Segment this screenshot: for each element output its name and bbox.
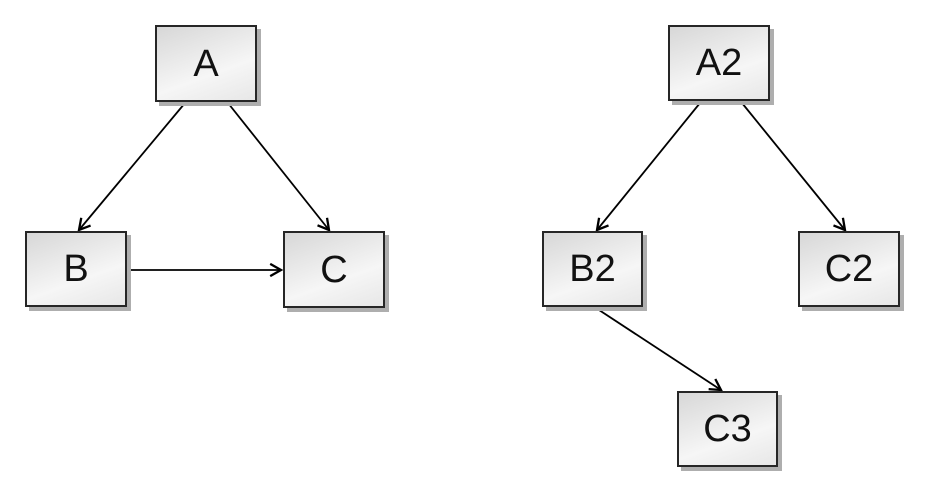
node-C3[interactable]: C3 bbox=[677, 391, 778, 467]
node-C3-label: C3 bbox=[703, 408, 752, 450]
node-B2-label: B2 bbox=[569, 248, 616, 290]
edge-A-to-C[interactable] bbox=[227, 102, 331, 232]
edge-A-to-B[interactable] bbox=[77, 102, 186, 232]
edge-A2-to-B2[interactable] bbox=[595, 102, 701, 232]
node-A-label: A bbox=[193, 42, 219, 85]
edge-B2-to-C3[interactable] bbox=[595, 307, 723, 392]
node-B2[interactable]: B2 bbox=[542, 231, 643, 307]
node-B-label: B bbox=[63, 248, 89, 290]
node-C2[interactable]: C2 bbox=[798, 231, 900, 307]
edge-A2-to-C2[interactable] bbox=[741, 102, 847, 232]
node-A[interactable]: A bbox=[155, 25, 257, 102]
node-A2[interactable]: A2 bbox=[668, 25, 770, 101]
node-B[interactable]: B bbox=[25, 231, 127, 307]
node-C[interactable]: C bbox=[283, 231, 385, 308]
node-C2-label: C2 bbox=[824, 248, 874, 290]
node-A2-label: A2 bbox=[695, 42, 743, 84]
node-C-label: C bbox=[320, 248, 348, 291]
